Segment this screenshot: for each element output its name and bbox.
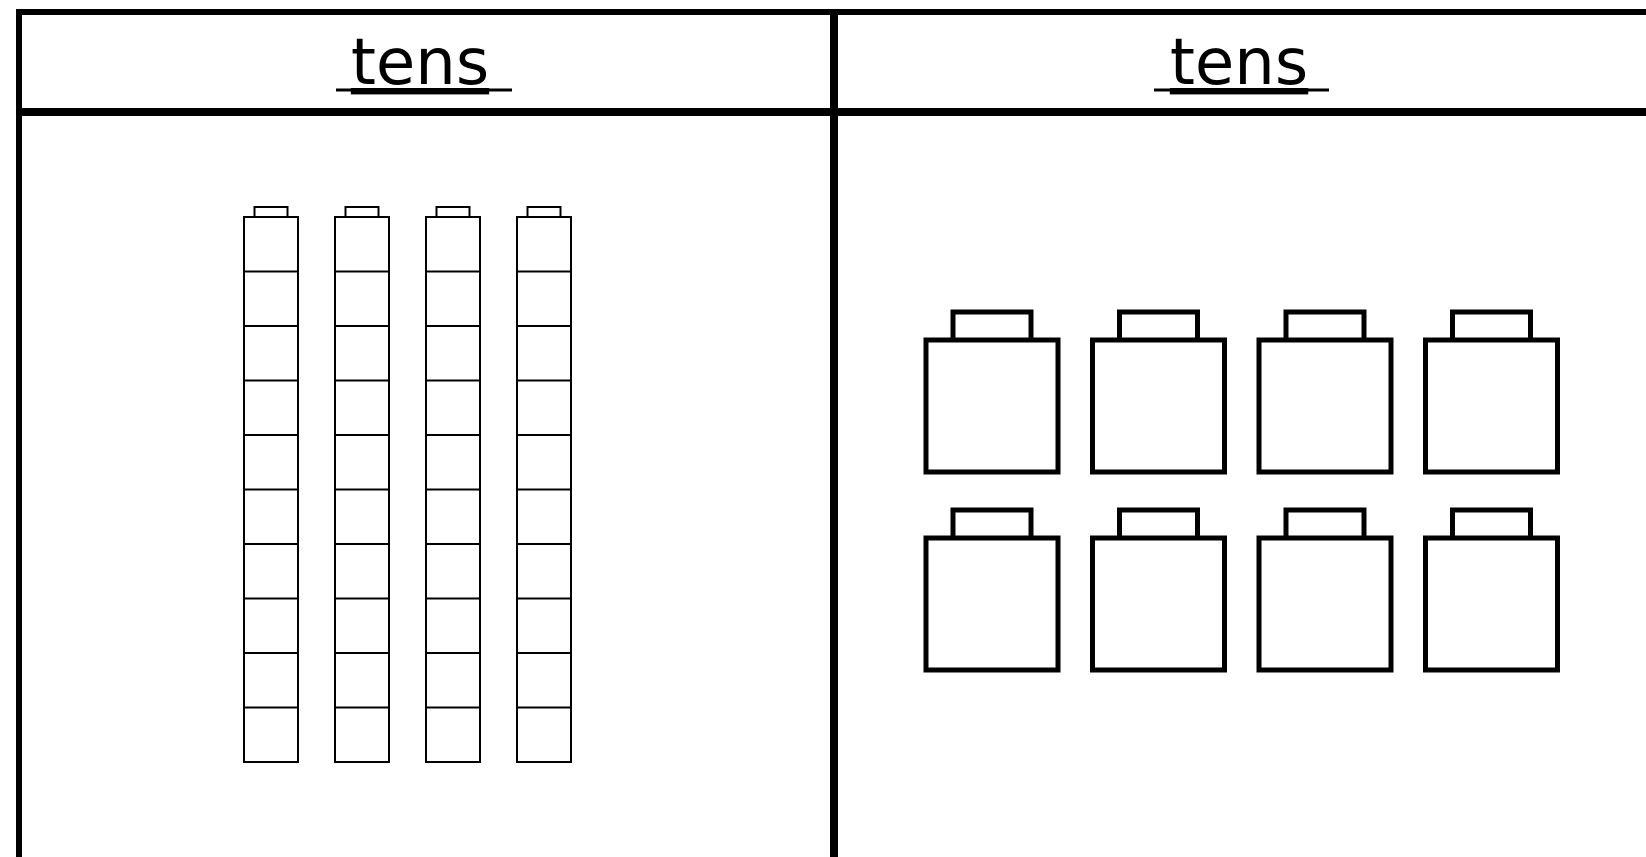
- rod-cube: [334, 597, 390, 654]
- single-block: [1090, 309, 1227, 475]
- rod-cap: [344, 206, 380, 218]
- ten-rod: [243, 206, 299, 763]
- column-header-left: tens: [351, 26, 489, 100]
- rod-cube: [334, 325, 390, 382]
- rod-cube: [516, 216, 572, 273]
- block-tab: [1117, 507, 1200, 541]
- block-tab: [950, 507, 1034, 541]
- rod-cube: [243, 706, 299, 763]
- rod-cube: [425, 379, 481, 436]
- rod-cube: [516, 434, 572, 491]
- column-header-right: tens: [1170, 26, 1308, 100]
- rod-cap: [253, 206, 289, 218]
- single-block: [1423, 309, 1560, 475]
- rod-cube: [334, 706, 390, 763]
- rod-cube: [334, 379, 390, 436]
- block-tab: [1450, 309, 1533, 343]
- single-block: [1090, 507, 1227, 673]
- rod-cube: [334, 652, 390, 709]
- rod-cube: [516, 325, 572, 382]
- block-body: [1423, 535, 1560, 673]
- rod-cube: [425, 325, 481, 382]
- block-body: [1090, 535, 1227, 673]
- block-tab: [950, 309, 1034, 343]
- rod-cube: [243, 597, 299, 654]
- block-body: [923, 337, 1061, 475]
- rod-cube: [516, 706, 572, 763]
- rod-cube: [334, 488, 390, 545]
- rod-cube: [334, 216, 390, 273]
- rod-cube: [425, 652, 481, 709]
- rod-cube: [243, 543, 299, 600]
- single-block: [1256, 309, 1394, 475]
- rod-cube: [243, 652, 299, 709]
- rod-cube: [425, 270, 481, 327]
- rod-cube: [425, 434, 481, 491]
- table-frame: [16, 9, 1646, 857]
- rod-cap: [526, 206, 562, 218]
- rod-cube: [425, 597, 481, 654]
- rod-cube: [334, 434, 390, 491]
- rod-cube: [243, 325, 299, 382]
- rod-cube: [334, 543, 390, 600]
- single-block: [1256, 507, 1394, 673]
- left-cell-rods: [243, 206, 572, 763]
- rod-cube: [334, 270, 390, 327]
- rod-cube: [516, 488, 572, 545]
- rod-cube: [425, 216, 481, 273]
- rod-cube: [243, 379, 299, 436]
- rod-cube: [243, 434, 299, 491]
- ten-rod: [425, 206, 481, 763]
- rod-cube: [243, 488, 299, 545]
- block-body: [1256, 337, 1394, 475]
- rod-cap: [435, 206, 471, 218]
- single-block: [923, 507, 1061, 673]
- block-tab: [1283, 309, 1367, 343]
- ten-rod: [516, 206, 572, 763]
- rod-cube: [243, 216, 299, 273]
- rod-cube: [516, 270, 572, 327]
- rod-cube: [425, 488, 481, 545]
- rod-cube: [243, 270, 299, 327]
- rod-cube: [516, 597, 572, 654]
- block-body: [1256, 535, 1394, 673]
- rod-cube: [425, 706, 481, 763]
- rod-cube: [516, 543, 572, 600]
- ten-rod: [334, 206, 390, 763]
- rod-cube: [516, 652, 572, 709]
- block-body: [923, 535, 1061, 673]
- single-block: [923, 309, 1061, 475]
- rod-cube: [516, 379, 572, 436]
- right-cell-blocks: [923, 309, 1560, 673]
- block-tab: [1283, 507, 1367, 541]
- rod-cube: [425, 543, 481, 600]
- single-block: [1423, 507, 1560, 673]
- block-tab: [1117, 309, 1200, 343]
- block-body: [1090, 337, 1227, 475]
- block-tab: [1450, 507, 1533, 541]
- block-body: [1423, 337, 1560, 475]
